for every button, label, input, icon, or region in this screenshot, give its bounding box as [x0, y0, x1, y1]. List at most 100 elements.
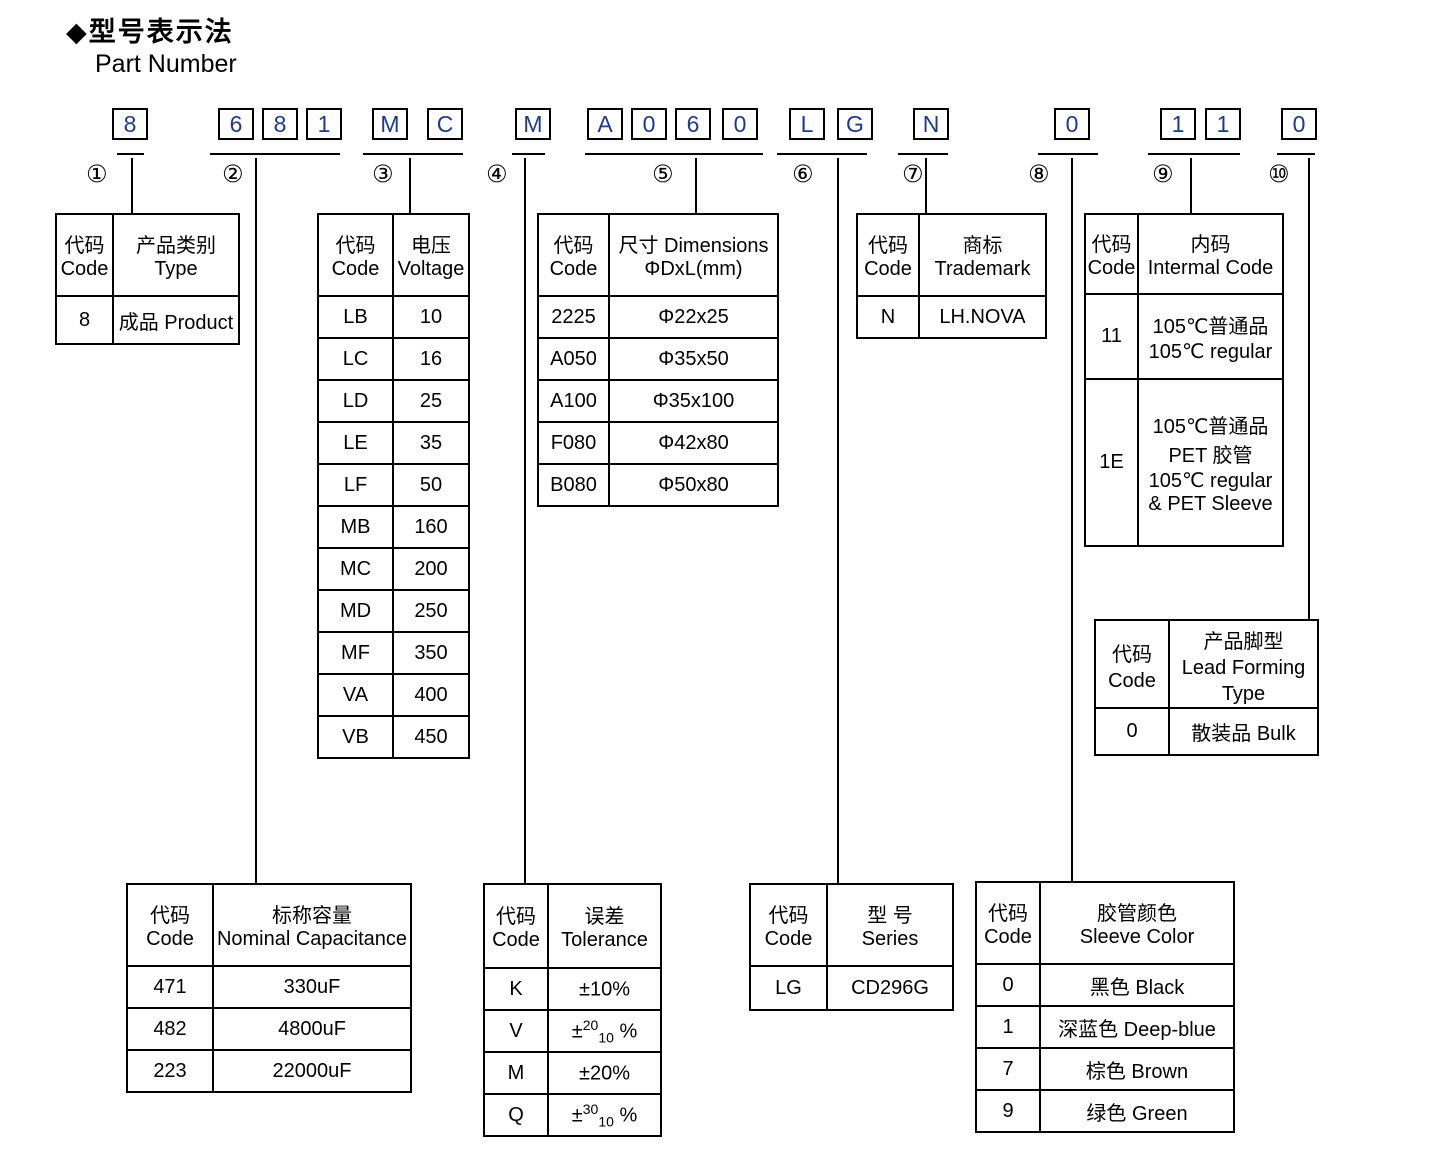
tolerance-sub: 10: [598, 1029, 614, 1046]
code-cell: LF: [317, 463, 394, 507]
code-box: M: [372, 108, 408, 140]
value-cell: 25: [392, 379, 470, 423]
header-en: Trademark: [934, 258, 1031, 280]
header-zh: 误差: [584, 906, 625, 928]
value-cell: 400: [392, 673, 470, 717]
header-en: Voltage: [397, 258, 465, 280]
value-cell: Φ22x25: [608, 295, 779, 339]
code-cell: A050: [537, 337, 610, 381]
group-label: ②: [222, 161, 244, 188]
group-label: ⑦: [902, 161, 924, 188]
value-cell: 深蓝色 Deep-blue: [1039, 1005, 1235, 1049]
connector-line: [255, 158, 257, 883]
code-box: 8: [112, 108, 148, 140]
value-cell: 10: [392, 295, 470, 339]
code-cell: 1: [975, 1005, 1041, 1049]
header-en: Lead Forming: [1181, 657, 1306, 679]
header-zh: 标称容量: [272, 905, 352, 927]
code-box: M: [515, 108, 551, 140]
header-zh: 电压: [411, 235, 451, 257]
value-cell: 绿色 Green: [1039, 1089, 1235, 1133]
connector-line: [925, 158, 927, 213]
header-zh: 代码: [335, 235, 376, 257]
code-cell: MC: [317, 547, 394, 591]
value-cell: 160: [392, 505, 470, 549]
table-row: 8 成品 Product: [55, 295, 240, 345]
value-cell: 22000uF: [212, 1049, 412, 1093]
value-cell: Φ50x80: [608, 463, 779, 507]
value-cell: LH.NOVA: [918, 295, 1047, 339]
group-label: ⑧: [1028, 161, 1050, 188]
code-box: C: [427, 108, 463, 140]
group-label: ④: [486, 161, 508, 188]
header-en: Code: [549, 258, 598, 280]
code-box: N: [913, 108, 949, 140]
header-zh: 代码: [1112, 644, 1152, 666]
header-en: Code: [764, 928, 813, 950]
value-cell: ±3010 %: [547, 1093, 662, 1137]
code-underline: [898, 153, 948, 155]
value-line: 105℃普通品: [1152, 415, 1269, 438]
table-row: Q±3010 %: [483, 1093, 662, 1137]
code-box: 6: [218, 108, 254, 140]
code-underline: [1277, 153, 1315, 155]
code-box: A: [587, 108, 623, 140]
header-en: Sleeve Color: [1079, 926, 1195, 948]
code-cell: MD: [317, 589, 394, 633]
code-cell: 9: [975, 1089, 1041, 1133]
group-label: ⑩: [1268, 161, 1290, 188]
header-zh: 型 号: [867, 905, 913, 927]
header-zh: 代码: [553, 235, 594, 257]
header-en: ΦDxL(mm): [644, 258, 743, 280]
code-box: 1: [1205, 108, 1241, 140]
table-row: 11 105℃普通品 105℃ regular: [1084, 293, 1284, 380]
value-cell: Φ42x80: [608, 421, 779, 465]
code-underline: [117, 153, 144, 155]
header-zh: 代码: [868, 235, 908, 257]
value-cell: 105℃普通品 105℃ regular: [1137, 293, 1284, 380]
value-line: & PET Sleeve: [1148, 492, 1273, 515]
value-line: 105℃普通品: [1152, 315, 1269, 338]
value-line: 105℃ regular: [1148, 340, 1273, 363]
value-cell: 350: [392, 631, 470, 675]
tolerance-value: ±20%: [578, 1062, 630, 1085]
code-box: 1: [1160, 108, 1196, 140]
connector-line: [837, 158, 839, 883]
value-cell: Φ35x50: [608, 337, 779, 381]
code-box: 6: [675, 108, 711, 140]
code-cell: LC: [317, 337, 394, 381]
